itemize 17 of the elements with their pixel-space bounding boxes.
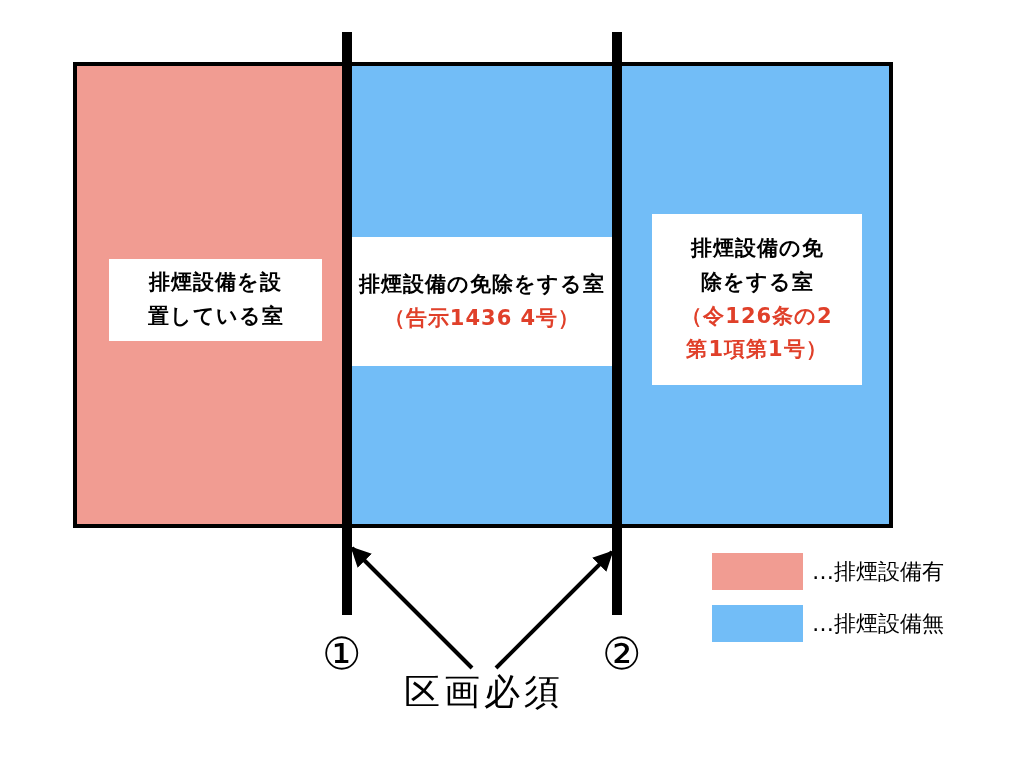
regulation-note: （令126条の2第1項第1号） (680, 302, 834, 364)
legend-label: …排煙設備有 (812, 558, 944, 586)
room-area (352, 62, 612, 528)
room-area (622, 62, 893, 528)
partition-wall (342, 32, 352, 615)
legend-label: …排煙設備無 (812, 610, 944, 638)
wall-number: ① (322, 628, 362, 680)
arrow (494, 550, 614, 670)
room-name: 排煙設備の免除をする室 (689, 235, 825, 296)
room-name: 排煙設備を設置している室 (146, 269, 285, 330)
room-name: 排煙設備の免除をする室 (359, 270, 605, 298)
annotation-label: 区画必須 (400, 668, 568, 716)
regulation-note: （告示1436 4号） (383, 304, 581, 332)
room-area (73, 62, 342, 528)
wall-number: ② (602, 628, 642, 680)
arrow (350, 546, 474, 670)
partition-wall (612, 32, 622, 615)
